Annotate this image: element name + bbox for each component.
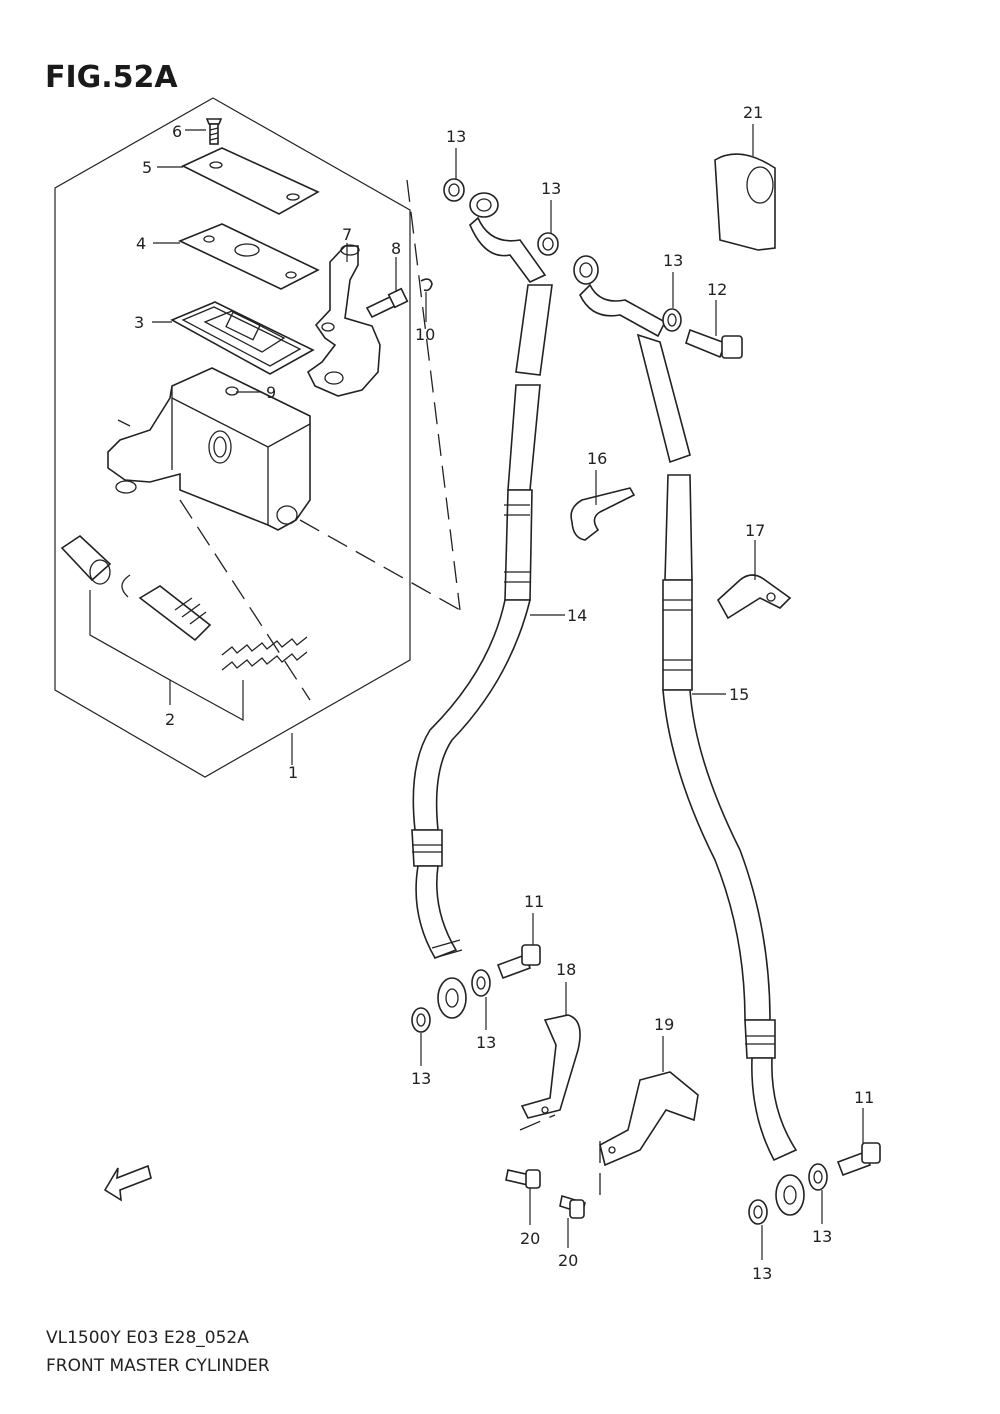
fwd-arrow-icon — [103, 1164, 152, 1202]
callout-13-d: 13 — [476, 1033, 496, 1052]
callout-13-g: 13 — [752, 1264, 772, 1283]
callout-6: 6 — [172, 122, 182, 141]
callout-4: 4 — [136, 234, 146, 253]
reservoir-cap-part — [181, 147, 320, 215]
callout-16: 16 — [587, 449, 607, 468]
washers-13 — [411, 969, 828, 1225]
callout-19: 19 — [654, 1015, 674, 1034]
callout-brackets — [89, 590, 293, 765]
small-clip-part — [420, 278, 433, 292]
callout-14: 14 — [567, 606, 587, 625]
lever-holder-part — [306, 244, 381, 397]
callout-2: 2 — [165, 710, 175, 729]
holder-bolt-part — [365, 287, 409, 319]
callout-13-e: 13 — [411, 1069, 431, 1088]
figure-title: FIG.52A — [45, 60, 178, 95]
callout-3: 3 — [134, 313, 144, 332]
callout-9: 9 — [266, 383, 276, 402]
callout-20-left: 20 — [520, 1229, 540, 1248]
master-cylinder-body — [107, 367, 311, 531]
brake-hose-14-part — [411, 178, 559, 1019]
callout-13-b: 13 — [541, 179, 561, 198]
callout-leaders — [152, 124, 864, 1260]
figure-name: FRONT MASTER CYLINDER — [46, 1356, 270, 1376]
assembly-leader-lines — [179, 179, 601, 1195]
brake-hose-15-part — [573, 255, 805, 1216]
callout-11-left: 11 — [524, 892, 544, 911]
callout-15: 15 — [729, 685, 749, 704]
callout-1: 1 — [288, 763, 298, 782]
clamp-16-part — [570, 487, 636, 541]
callout-8: 8 — [391, 239, 401, 258]
callout-12: 12 — [707, 280, 727, 299]
callout-7: 7 — [342, 225, 352, 244]
callout-17: 17 — [745, 521, 765, 540]
callout-13-c: 13 — [663, 251, 683, 270]
diaphragm-plate-part — [178, 223, 320, 290]
callout-21: 21 — [743, 103, 763, 122]
diaphragm-part — [170, 301, 315, 375]
bracket-18-part — [520, 1014, 581, 1119]
bracket-19-part — [599, 1071, 699, 1167]
bolts-20 — [505, 1169, 586, 1219]
callout-13-a: 13 — [446, 127, 466, 146]
piston-kit-part — [60, 534, 308, 671]
union-bolts-11-12 — [496, 328, 881, 1177]
master-cylinder-assembly-outline — [54, 97, 411, 778]
callout-18: 18 — [556, 960, 576, 979]
callout-10: 10 — [415, 325, 435, 344]
reservoir-screw-part — [205, 118, 223, 145]
cover-21-part — [714, 153, 776, 251]
callout-20-right: 20 — [558, 1251, 578, 1270]
callout-11-right: 11 — [854, 1088, 874, 1107]
callout-labels: 1 2 3 4 5 6 7 8 9 10 11 11 12 13 13 13 1… — [134, 103, 874, 1283]
model-code: VL1500Y E03 E28_052A — [46, 1328, 249, 1348]
clamp-17-part — [716, 574, 792, 620]
callout-5: 5 — [142, 158, 152, 177]
callout-13-f: 13 — [812, 1227, 832, 1246]
